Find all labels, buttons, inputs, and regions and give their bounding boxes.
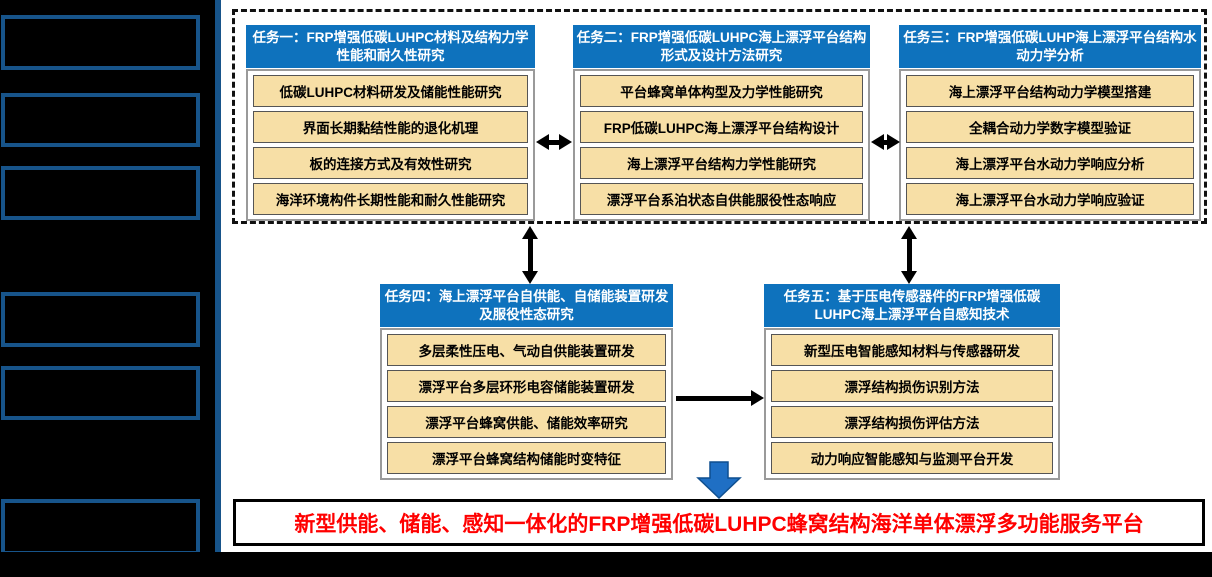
task1-item-1: 低碳LUHPC材料研发及储能性能研究 [253,75,528,108]
task5-item-3: 漂浮结构损伤评估方法 [771,406,1053,439]
task5-item-1: 新型压电智能感知材料与传感器研发 [771,334,1053,367]
redacted-box-2 [1,93,200,147]
task2-header: 任务二：FRP增强低碳LUHPC海上漂浮平台结构形式及设计方法研究 [573,25,870,69]
double-arrow-horizontal-icon [536,133,572,151]
redacted-box-5 [1,366,200,420]
task3-item-4: 海上漂浮平台水动力学响应验证 [906,183,1194,216]
block-arrow-down-icon [696,461,742,499]
task1-item-3: 板的连接方式及有效性研究 [253,147,528,180]
task4-header: 任务四：海上漂浮平台自供能、自储能装置研发及服役性态研究 [380,284,673,328]
task4-item-4: 漂浮平台蜂窝结构储能时变特征 [387,442,666,475]
task1-item-4: 海洋环境构件长期性能和耐久性能研究 [253,183,528,216]
bottom-black-bar [0,552,1212,577]
redacted-box-3 [1,166,200,220]
task2-group: 任务二：FRP增强低碳LUHPC海上漂浮平台结构形式及设计方法研究 平台蜂窝单体… [573,25,870,222]
task3-item-3: 海上漂浮平台水动力学响应分析 [906,147,1194,180]
task2-item-3: 海上漂浮平台结构力学性能研究 [580,147,863,180]
vertical-divider [215,0,221,577]
task4-body: 多层柔性压电、气动自供能装置研发 漂浮平台多层环形电容储能装置研发 漂浮平台蜂窝… [380,328,673,481]
double-arrow-vertical-icon [900,226,918,284]
task4-item-2: 漂浮平台多层环形电容储能装置研发 [387,370,666,403]
task2-body: 平台蜂窝单体构型及力学性能研究 FRP低碳LUHPC海上漂浮平台结构设计 海上漂… [573,69,870,222]
task3-body: 海上漂浮平台结构动力学模型搭建 全耦合动力学数字模型验证 海上漂浮平台水动力学响… [899,69,1201,222]
task1-header: 任务一：FRP增强低碳LUHPC材料及结构力学性能和耐久性研究 [246,25,535,69]
task5-item-2: 漂浮结构损伤识别方法 [771,370,1053,403]
task5-body: 新型压电智能感知材料与传感器研发 漂浮结构损伤识别方法 漂浮结构损伤评估方法 动… [764,328,1060,481]
task3-item-1: 海上漂浮平台结构动力学模型搭建 [906,75,1194,108]
redacted-box-4 [1,292,200,347]
task2-item-2: FRP低碳LUHPC海上漂浮平台结构设计 [580,111,863,144]
task1-group: 任务一：FRP增强低碳LUHPC材料及结构力学性能和耐久性研究 低碳LUHPC材… [246,25,535,222]
task1-body: 低碳LUHPC材料研发及储能性能研究 界面长期黏结性能的退化机理 板的连接方式及… [246,69,535,222]
task5-header: 任务五：基于压电传感器件的FRP增强低碳LUHPC海上漂浮平台自感知技术 [764,284,1060,328]
redacted-box-6 [1,499,200,555]
double-arrow-vertical-icon [521,226,539,284]
task2-item-1: 平台蜂窝单体构型及力学性能研究 [580,75,863,108]
task4-item-3: 漂浮平台蜂窝供能、储能效率研究 [387,406,666,439]
task3-group: 任务三：FRP增强低碳LUHP海上漂浮平台结构水动力学分析 海上漂浮平台结构动力… [899,25,1201,222]
left-redacted-panel [0,0,215,577]
task4-group: 任务四：海上漂浮平台自供能、自储能装置研发及服役性态研究 多层柔性压电、气动自供… [380,284,673,481]
task3-header: 任务三：FRP增强低碳LUHP海上漂浮平台结构水动力学分析 [899,25,1201,69]
task4-item-1: 多层柔性压电、气动自供能装置研发 [387,334,666,367]
task1-item-2: 界面长期黏结性能的退化机理 [253,111,528,144]
task5-group: 任务五：基于压电传感器件的FRP增强低碳LUHPC海上漂浮平台自感知技术 新型压… [764,284,1060,481]
task2-item-4: 漂浮平台系泊状态自供能服役性态响应 [580,183,863,216]
double-arrow-horizontal-icon [871,133,900,151]
result-banner-text: 新型供能、储能、感知一体化的FRP增强低碳LUHPC蜂窝结构海洋单体漂浮多功能服… [294,512,1144,536]
result-banner: 新型供能、储能、感知一体化的FRP增强低碳LUHPC蜂窝结构海洋单体漂浮多功能服… [233,499,1205,546]
tasks-1-3-dashed-container [232,9,1207,224]
redacted-box-1 [1,15,200,70]
arrow-right-icon [676,389,764,407]
task5-item-4: 动力响应智能感知与监测平台开发 [771,442,1053,475]
task3-item-2: 全耦合动力学数字模型验证 [906,111,1194,144]
